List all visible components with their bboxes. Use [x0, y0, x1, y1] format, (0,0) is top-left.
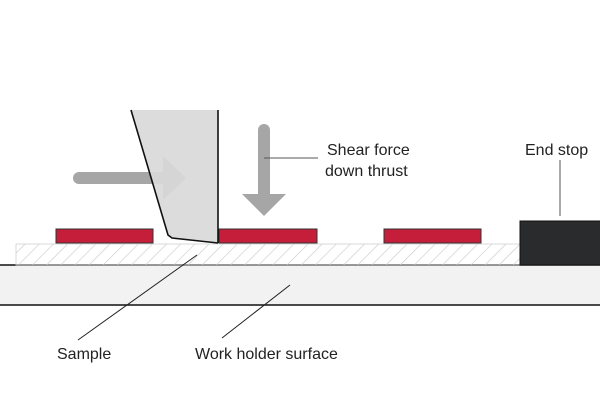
shear-force-label-line2: down thrust	[325, 163, 408, 180]
hatched-layer	[15, 243, 521, 266]
end-stop-label: End stop	[525, 142, 588, 159]
sample-leader	[77, 254, 198, 341]
sample-label: Sample	[57, 346, 111, 363]
work-holder-surface	[0, 265, 600, 305]
work-holder-leader	[221, 284, 291, 339]
shear-blade	[130, 109, 219, 244]
down-thrust-arrow-icon	[242, 124, 286, 216]
sample-piece-3	[383, 228, 482, 244]
work-holder-surface-label: Work holder surface	[195, 346, 338, 363]
end-stop-block	[519, 220, 600, 266]
sample-piece-1	[55, 228, 154, 244]
shear-force-label-line1: Shear force	[327, 142, 410, 159]
sample-piece-2	[218, 228, 318, 244]
